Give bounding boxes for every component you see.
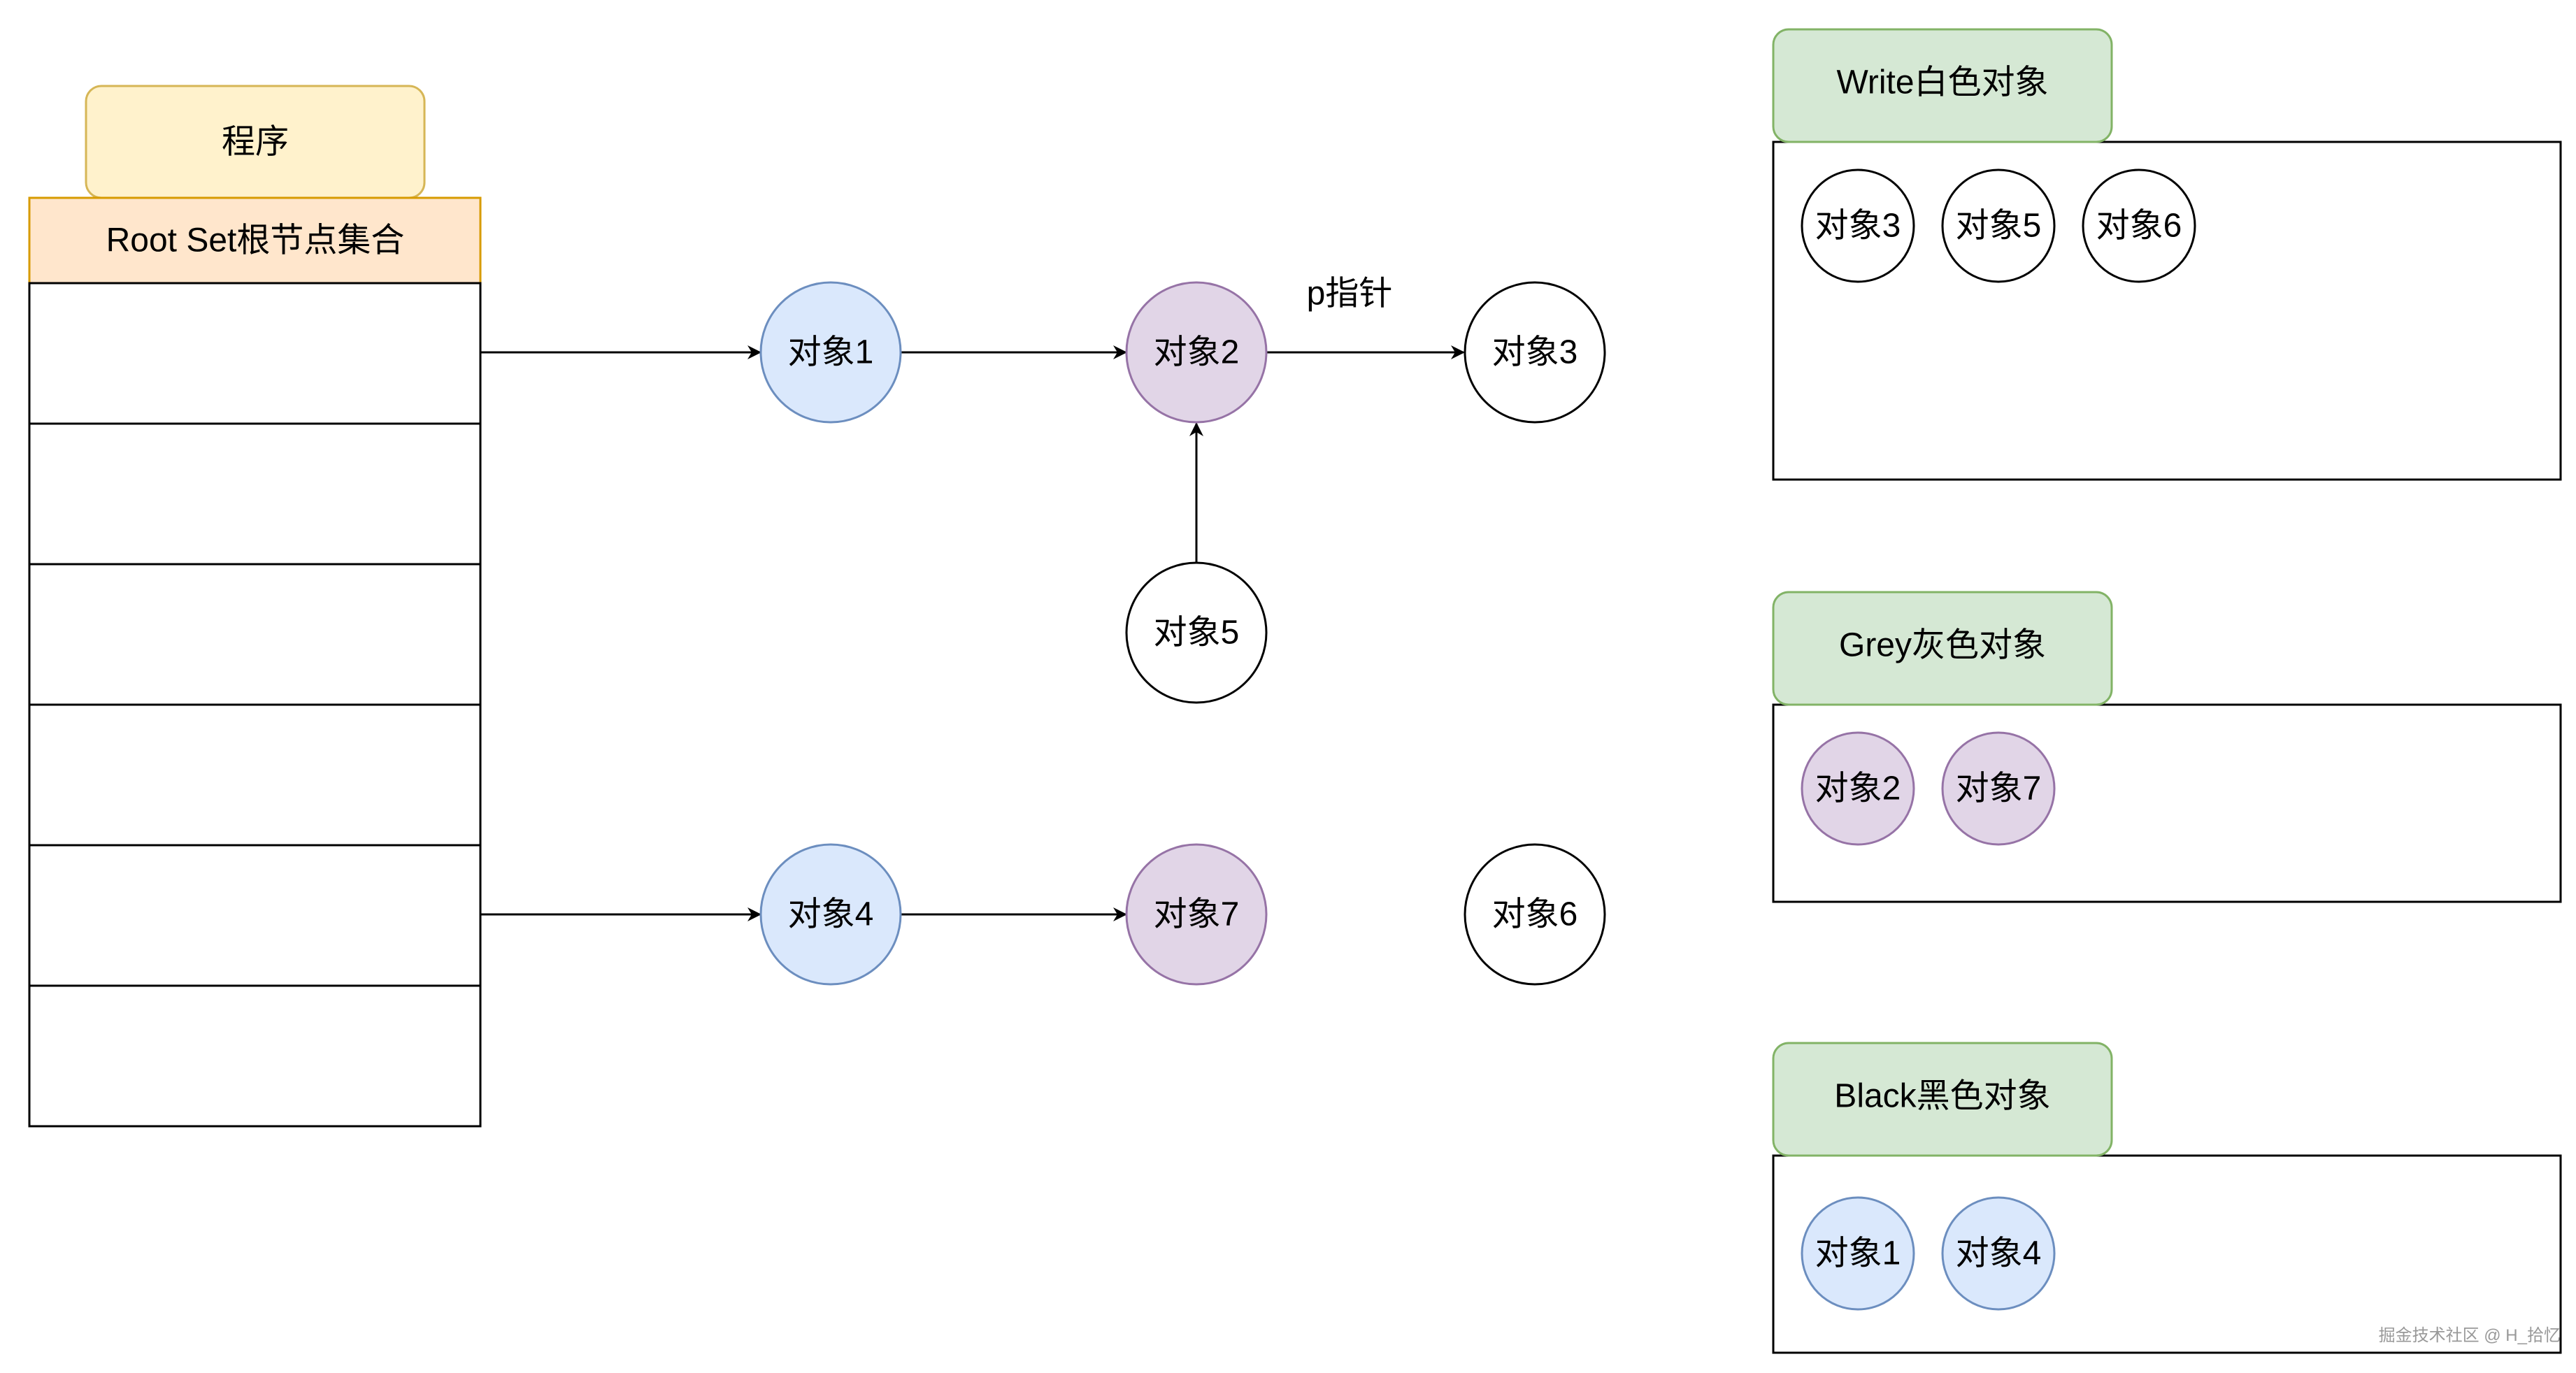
object-node-4: 对象4 — [759, 843, 902, 986]
black-set-member-circle — [1941, 1196, 2056, 1311]
object-node-1: 对象1 — [759, 281, 902, 424]
root-set-slot-2 — [28, 422, 482, 566]
edges: p指针 — [480, 275, 1465, 921]
object-node-4-label: 对象4 — [788, 896, 874, 933]
root-set-slot-1 — [28, 282, 482, 425]
object-node-5-circle — [1125, 561, 1268, 704]
root-set-slot-3 — [28, 563, 482, 706]
object-node-2-label: 对象2 — [1154, 334, 1240, 371]
white-set-member-label: 对象6 — [2096, 208, 2182, 245]
object-node-2: 对象2 — [1125, 281, 1268, 424]
object-node-1-label: 对象1 — [788, 334, 874, 371]
object-node-6: 对象6 — [1464, 843, 1606, 986]
object-node-6-circle — [1464, 843, 1606, 986]
black-set-member-label: 对象4 — [1956, 1235, 2042, 1272]
black-set-panel: Black黑色对象 对象1 对象4 — [1772, 1042, 2562, 1354]
white-set-member-label: 对象3 — [1815, 208, 1901, 245]
object-node-7-circle — [1125, 843, 1268, 986]
grey-set-title-box — [1772, 591, 2113, 706]
object-node-6-label: 对象6 — [1492, 896, 1578, 933]
root-set-slot-4 — [28, 703, 482, 847]
white-set-member-label: 对象5 — [1956, 208, 2042, 245]
object-node-5: 对象5 — [1125, 561, 1268, 704]
object-node-5-label: 对象5 — [1154, 614, 1240, 652]
white-set-member-circle — [1941, 168, 2056, 283]
object-node-3: 对象3 — [1464, 281, 1606, 424]
grey-set-member-circle — [1801, 731, 1915, 846]
object-node-2-circle — [1125, 281, 1268, 424]
program-box: 程序 — [85, 85, 426, 199]
object-node-3-label: 对象3 — [1492, 334, 1578, 371]
black-set-title-box — [1772, 1042, 2113, 1157]
root-set-label: Root Set根节点集合 — [106, 222, 405, 259]
white-set-title-box — [1772, 28, 2113, 143]
root-set-slot-6 — [28, 984, 482, 1128]
black-set-member-circle — [1801, 1196, 1915, 1311]
object-node-1-circle — [759, 281, 902, 424]
white-set-member-circle — [1801, 168, 1915, 283]
object-node-3-circle — [1464, 281, 1606, 424]
white-set-title: Write白色对象 — [1836, 64, 2048, 101]
object-node-4-circle — [759, 843, 902, 986]
object-node-7-label: 对象7 — [1154, 896, 1240, 933]
black-set-member-label: 对象1 — [1815, 1235, 1901, 1272]
white-set-panel: Write白色对象 对象3 对象5 对象6 — [1772, 28, 2562, 481]
grey-set-member-label: 对象7 — [1956, 770, 2042, 807]
grey-set-title: Grey灰色对象 — [1839, 627, 2046, 664]
watermark: 掘金技术社区 @ H_拾忆 — [2379, 1326, 2561, 1345]
p-pointer-label: p指针 — [1307, 275, 1393, 312]
grey-set-panel: Grey灰色对象 对象2 对象7 — [1772, 591, 2562, 903]
grey-set-member-label: 对象2 — [1815, 770, 1901, 807]
root-set-header: Root Set根节点集合 — [28, 196, 482, 285]
white-set-member-circle — [2082, 168, 2196, 283]
object-node-7: 对象7 — [1125, 843, 1268, 986]
grey-set-member-circle — [1941, 731, 2056, 846]
black-set-title: Black黑色对象 — [1834, 1078, 2050, 1115]
root-set-header-shape — [28, 196, 482, 285]
program-label: 程序 — [222, 124, 289, 161]
root-set-slot-5 — [28, 844, 482, 987]
root-set-slots — [28, 282, 482, 1128]
